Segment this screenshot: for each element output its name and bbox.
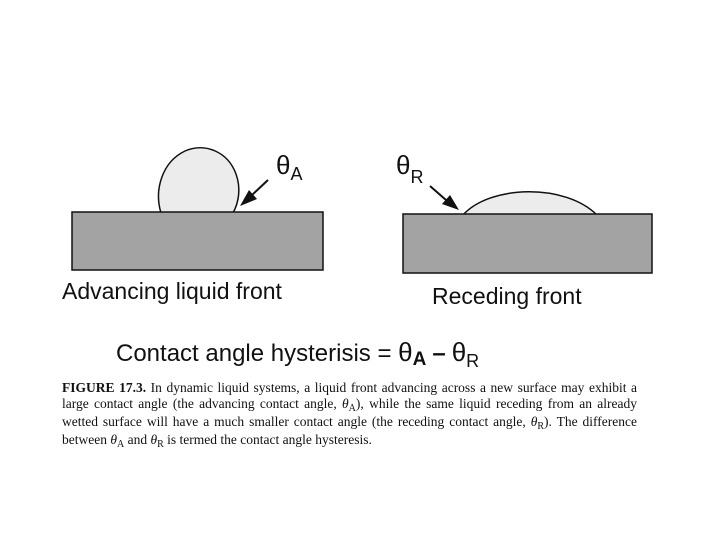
theta-symbol: θ [342,396,349,411]
angle-subscript: A [117,439,125,450]
advancing-front-label: Advancing liquid front [62,278,282,304]
advancing-angle-label: θA [276,150,303,184]
angle-subscript: A [348,403,356,414]
receding-angle-arrow-shaft [429,185,447,201]
advancing-droplet [157,146,240,214]
advancing-substrate [71,211,324,271]
angle-subscript: R [157,439,164,450]
theta-symbol: θ [150,432,158,447]
theta-a-subscript: A [412,349,427,370]
caption-text: In dynamic liquid systems, a liquid fron… [62,380,637,411]
caption-text: ). The difference between [62,414,637,447]
theta-symbol: θ [110,432,117,447]
equation-text: Contact angle hysterisis = [116,340,399,367]
caption-text: and [124,432,151,447]
receding-angle-arrowhead [442,195,459,210]
figure-caption: FIGURE 17.3. In dynamic liquid systems, … [62,380,637,450]
theta-r-symbol: θ [451,337,467,367]
theta-symbol: θ [276,150,291,180]
receding-angle-label: θR [396,150,423,187]
theta-r-subscript: R [466,351,480,371]
theta-a-symbol: θ [398,337,413,367]
figure-number: FIGURE 17.3. [62,380,147,395]
receding-substrate [402,213,653,274]
angle-subscript: R [410,167,424,187]
receding-front-label: Receding front [432,283,582,309]
hysteresis-equation: Contact angle hysterisis = θA–θR [116,337,480,371]
receding-droplet [461,191,599,216]
caption-text: is termed the contact angle hysteresis. [163,432,372,447]
advancing-angle-arrowhead [240,190,257,206]
angle-subscript: R [537,421,545,432]
minus-sign: – [432,340,446,367]
caption-text: ), while the same liquid receding from a… [62,396,637,429]
advancing-angle-arrow-shaft [251,179,269,196]
theta-symbol: θ [530,414,538,429]
theta-symbol: θ [396,150,411,180]
angle-subscript: A [290,164,303,184]
